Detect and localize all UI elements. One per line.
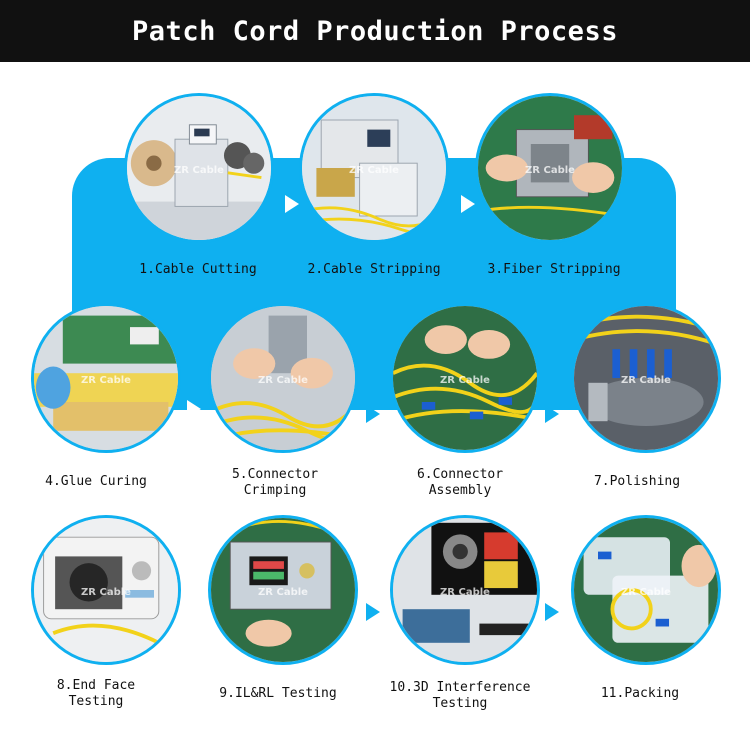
connector-crimping-image	[211, 306, 355, 450]
step-5-label: 5.Connector Crimping	[231, 467, 319, 498]
step-8-label: 8.End Face Testing	[56, 678, 136, 709]
step-2-photo: ZR Cable	[299, 93, 449, 243]
step-1-label: 1.Cable Cutting	[139, 262, 257, 277]
flow-arrow	[285, 195, 299, 213]
step-3-photo: ZR Cable	[475, 93, 625, 243]
flow-arrow	[545, 405, 559, 423]
flow-arrow	[366, 603, 380, 621]
step-7-photo: ZR Cable	[571, 303, 721, 453]
step-4-photo: ZR Cable	[31, 303, 181, 453]
step-11-photo: ZR Cable	[571, 515, 721, 665]
step-2-label: 2.Cable Stripping	[307, 262, 441, 277]
packing-image	[574, 518, 718, 662]
step-9-label: 9.IL&RL Testing	[219, 686, 337, 701]
title-bar: Patch Cord Production Process	[0, 0, 750, 62]
step-10-label: 10.3D Interference Testing	[389, 680, 531, 711]
connector-assembly-image	[393, 306, 537, 450]
step-11-label: 11.Packing	[600, 686, 680, 701]
3d-interferometer-image	[393, 518, 537, 662]
step-9-photo: ZR Cable	[208, 515, 358, 665]
step-1-photo: ZR Cable	[124, 93, 274, 243]
flow-arrow	[187, 400, 201, 418]
step-8-photo: ZR Cable	[31, 515, 181, 665]
polishing-machine-image	[574, 306, 718, 450]
fiber-stripping-image	[478, 96, 622, 240]
flow-arrow	[187, 608, 201, 626]
step-4-label: 4.Glue Curing	[45, 474, 147, 489]
step-6-label: 6.Connector Assembly	[416, 467, 504, 498]
step-3-label: 3.Fiber Stripping	[487, 262, 621, 277]
flow-arrow	[545, 603, 559, 621]
end-face-inspector-image	[34, 518, 178, 662]
cable-cutting-machine-image	[127, 96, 271, 240]
flow-arrow	[461, 195, 475, 213]
cable-stripping-machine-image	[302, 96, 446, 240]
step-10-photo: ZR Cable	[390, 515, 540, 665]
step-5-photo: ZR Cable	[208, 303, 358, 453]
page-title: Patch Cord Production Process	[132, 15, 618, 47]
glue-curing-image	[34, 306, 178, 450]
il-rl-tester-image	[211, 518, 355, 662]
flow-arrow	[366, 405, 380, 423]
step-6-photo: ZR Cable	[390, 303, 540, 453]
step-7-label: 7.Polishing	[593, 474, 681, 489]
